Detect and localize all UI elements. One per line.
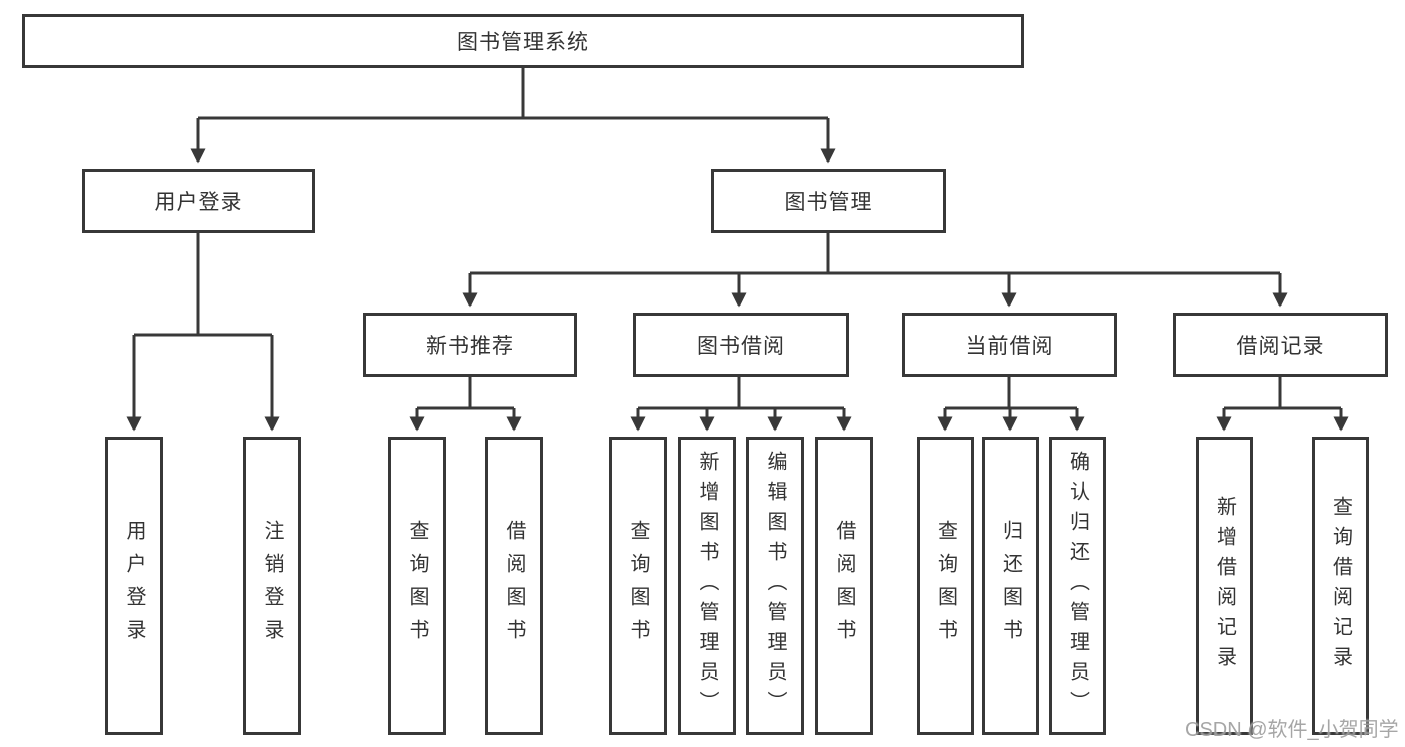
- node-label: 图书借阅: [697, 335, 785, 358]
- leaf-add-borrow-record: 新增借阅记录: [1196, 437, 1253, 735]
- leaf-label: 借阅图书: [833, 520, 855, 652]
- leaf-query-books-2: 查询图书: [609, 437, 667, 735]
- node-label: 用户登录: [154, 191, 243, 214]
- leaf-user-login: 用户登录: [105, 437, 163, 735]
- leaf-borrow-books-1: 借阅图书: [485, 437, 543, 735]
- node-new-book-recommend: 新书推荐: [363, 313, 577, 377]
- node-root-label: 图书管理系统: [457, 31, 589, 54]
- node-borrow-records: 借阅记录: [1173, 313, 1388, 377]
- leaf-label: 归还图书: [999, 520, 1022, 652]
- leaf-label: 查询图书: [934, 520, 957, 652]
- node-label: 新书推荐: [426, 335, 514, 358]
- leaf-label: 注销登录: [261, 520, 283, 652]
- node-label: 借阅记录: [1236, 335, 1325, 358]
- leaf-logout: 注销登录: [243, 437, 301, 735]
- leaf-edit-books-admin: 编辑图书（管理员）: [746, 437, 804, 735]
- leaf-query-borrow-record: 查询借阅记录: [1312, 437, 1369, 735]
- leaf-query-books-1: 查询图书: [388, 437, 446, 735]
- node-root-system: 图书管理系统: [22, 14, 1024, 68]
- leaf-add-books-admin: 新增图书（管理员）: [678, 437, 736, 735]
- leaf-label: 查询借阅记录: [1329, 496, 1352, 676]
- leaf-confirm-return-admin: 确认归还（管理员）: [1049, 437, 1106, 735]
- leaf-return-books: 归还图书: [982, 437, 1039, 735]
- leaf-borrow-books-2: 借阅图书: [815, 437, 873, 735]
- leaf-label: 借阅图书: [503, 520, 525, 652]
- node-label: 图书管理: [784, 191, 873, 214]
- leaf-label: 用户登录: [123, 520, 145, 652]
- node-label: 当前借阅: [965, 335, 1054, 358]
- leaf-label: 编辑图书（管理员）: [764, 451, 786, 721]
- leaf-query-books-3: 查询图书: [917, 437, 974, 735]
- node-user-login-group: 用户登录: [82, 169, 315, 233]
- node-book-borrow: 图书借阅: [633, 313, 849, 377]
- watermark: CSDN @软件_小贺同学: [1185, 719, 1399, 741]
- leaf-label: 新增图书（管理员）: [696, 451, 718, 721]
- leaf-label: 新增借阅记录: [1213, 496, 1236, 676]
- leaf-label: 查询图书: [406, 520, 428, 652]
- leaf-label: 查询图书: [627, 520, 649, 652]
- node-book-management: 图书管理: [711, 169, 946, 233]
- node-current-borrow: 当前借阅: [902, 313, 1117, 377]
- leaf-label: 确认归还（管理员）: [1066, 451, 1089, 721]
